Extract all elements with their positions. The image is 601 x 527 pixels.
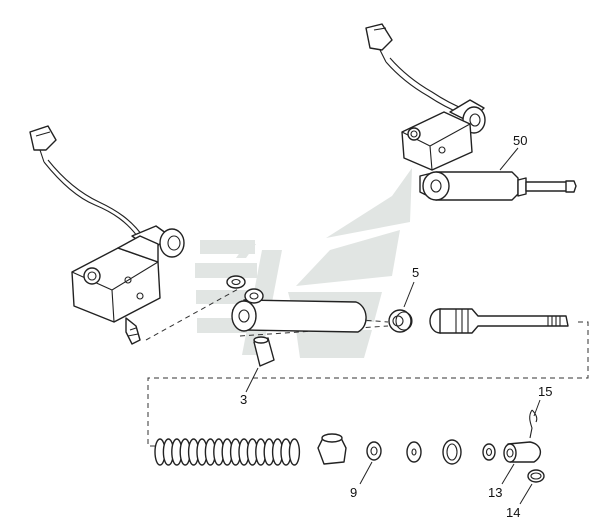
callout-9: 9 [350, 485, 357, 500]
part-14-o-ring [527, 469, 545, 483]
callout-5: 5 [412, 265, 419, 280]
part-13-end-fitting [503, 441, 541, 463]
callout-15: 15 [538, 384, 552, 399]
leader-line-15 [533, 399, 541, 417]
callout-14: 14 [506, 505, 520, 520]
leader-line-9 [359, 461, 373, 485]
spring [154, 438, 301, 466]
retaining-ring [442, 439, 462, 465]
leader-line-13 [501, 463, 515, 485]
left-actuator-assembly [29, 125, 185, 345]
plunger-rod [429, 308, 569, 334]
callout-3: 3 [240, 392, 247, 407]
nut [482, 443, 496, 461]
spring-seat [317, 433, 347, 465]
leader-line-5 [403, 281, 415, 308]
part-3-housing [226, 275, 367, 367]
callout-50: 50 [513, 133, 527, 148]
spring-coil [288, 438, 301, 466]
leader-line-14 [519, 483, 533, 505]
washer [406, 441, 422, 463]
callout-13: 13 [488, 485, 502, 500]
leader-line-50 [499, 147, 519, 171]
actuator-assembly-50 [365, 23, 577, 201]
leader-line-3 [245, 367, 259, 393]
part-15-pin [529, 409, 538, 439]
part-9-ring [366, 441, 382, 461]
part-5-bushing [388, 309, 413, 333]
